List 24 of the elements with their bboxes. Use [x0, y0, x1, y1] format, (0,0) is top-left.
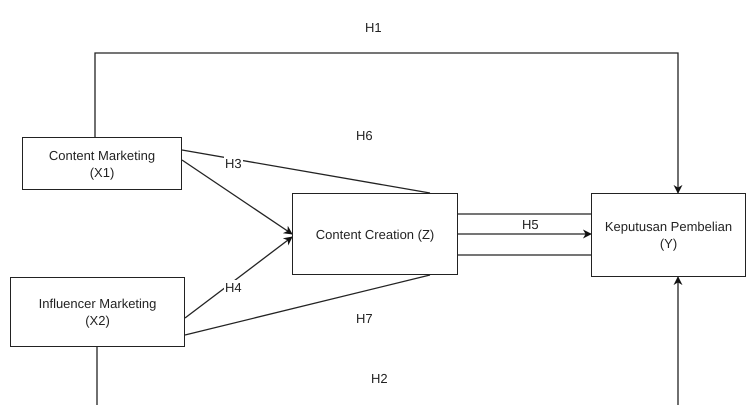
connector-line	[458, 213, 591, 215]
arrow	[94, 52, 682, 194]
hypothesis-label: H7	[355, 311, 374, 326]
connector-line	[184, 274, 430, 336]
variable-label: Content Marketing (X1)	[48, 146, 156, 180]
variable-box	[292, 193, 458, 275]
hypothesis-label: H2	[370, 371, 389, 386]
connector-line	[182, 149, 430, 194]
hypothesis-label: H1	[364, 20, 383, 35]
variable-label: Content Creation (Z)	[314, 226, 436, 242]
variable-label: Keputusan Pembelian (Y)	[604, 218, 734, 252]
arrow	[458, 230, 592, 238]
hypothesis-label: H4	[224, 280, 243, 295]
arrow	[96, 276, 682, 405]
hypothesis-label: H5	[521, 217, 540, 232]
hypothesis-label: H6	[355, 128, 374, 143]
hypothesis-label: H3	[224, 156, 243, 171]
variable-box	[591, 193, 746, 277]
variable-box	[10, 277, 185, 347]
variable-label: Influencer Marketing (X2)	[38, 295, 158, 329]
arrow	[182, 159, 293, 235]
arrow	[184, 236, 293, 319]
variable-box	[22, 137, 182, 190]
connector-line	[458, 254, 591, 256]
